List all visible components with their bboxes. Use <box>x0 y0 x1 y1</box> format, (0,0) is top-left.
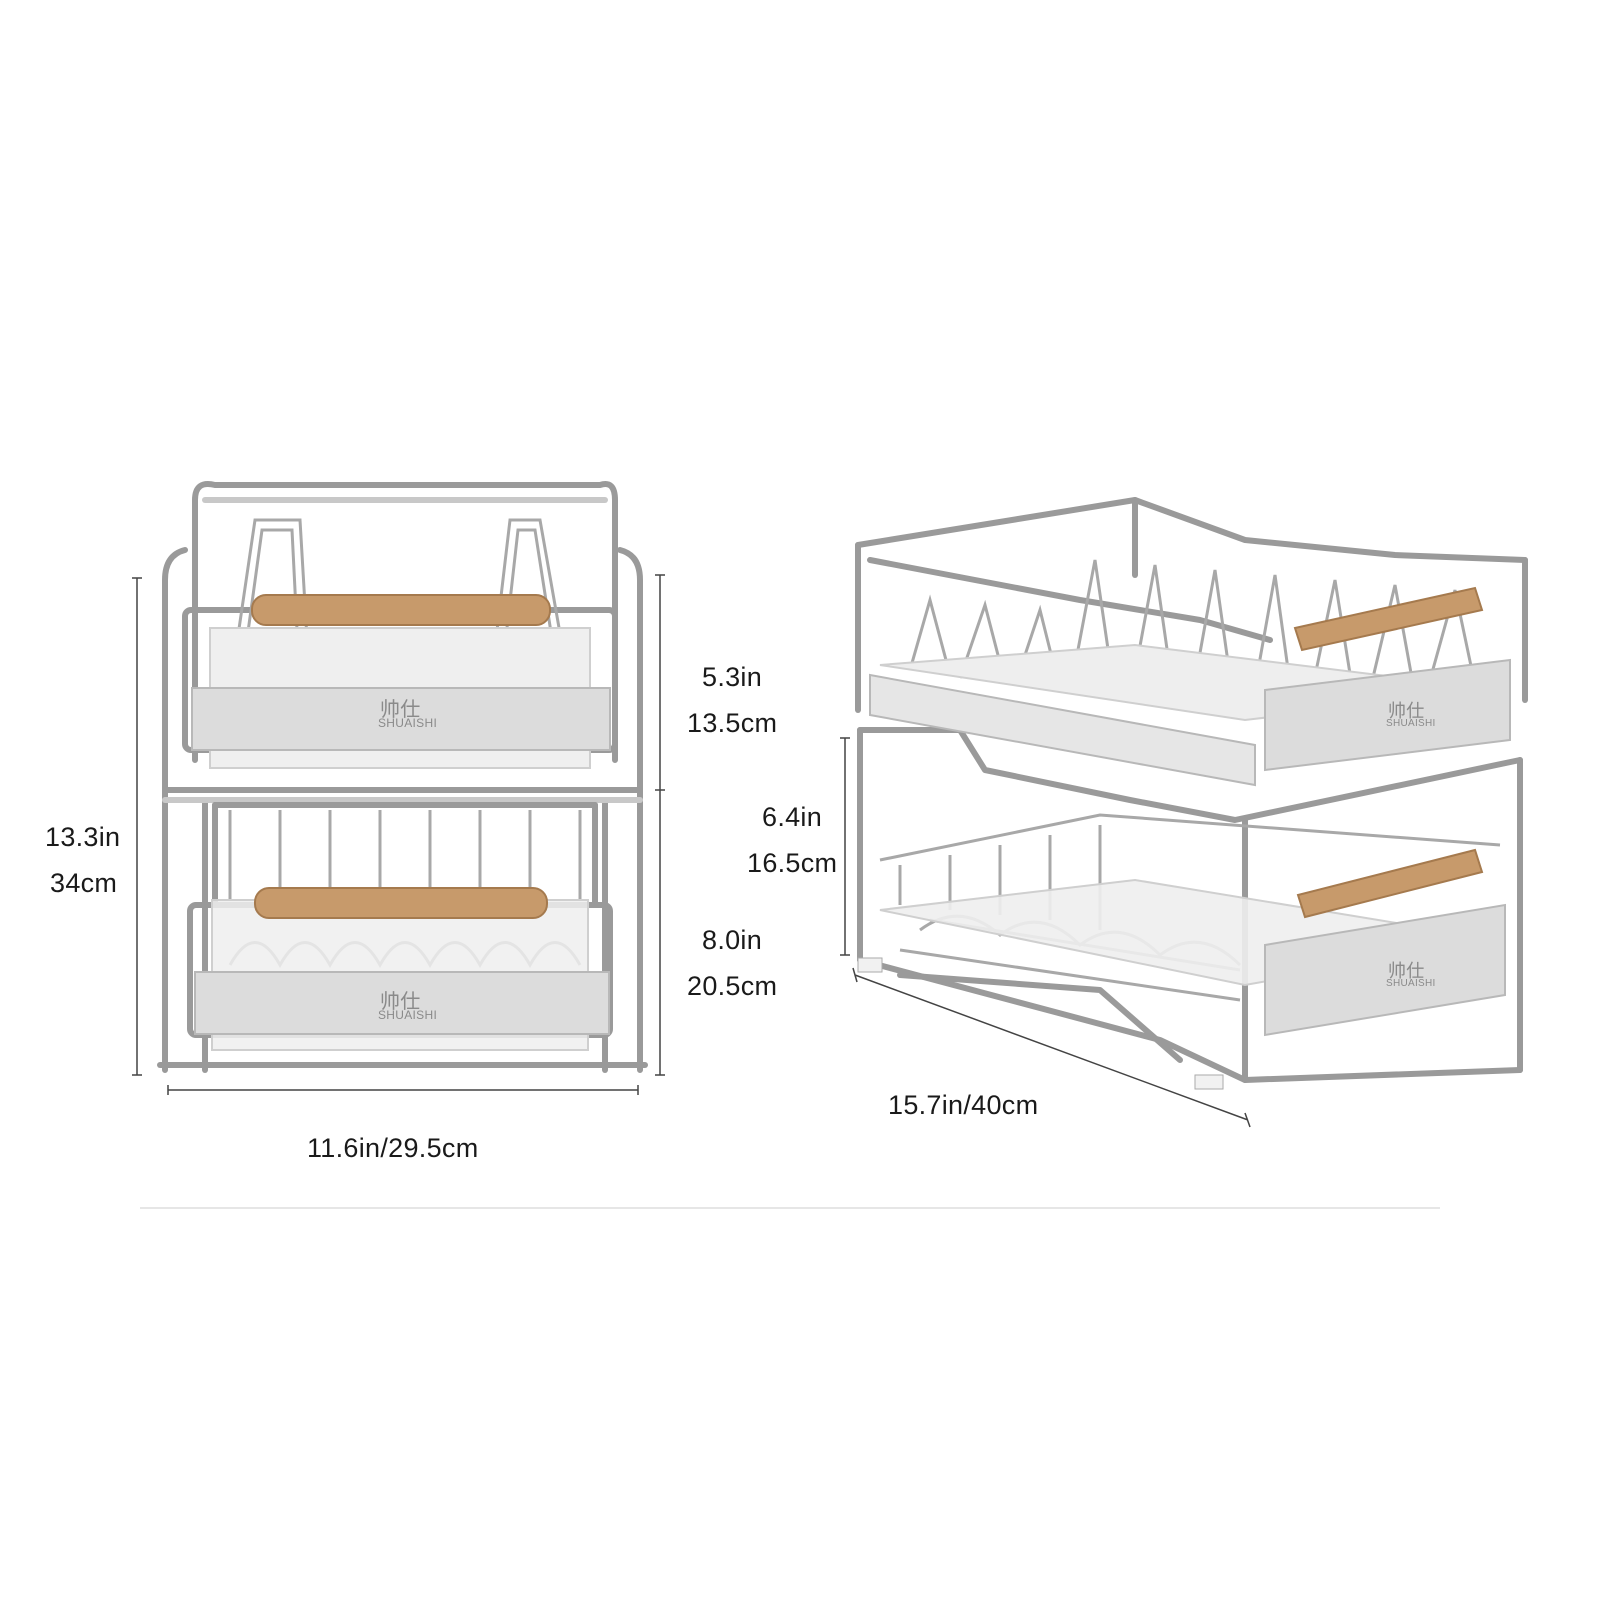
horizontal-divider <box>140 1207 1440 1209</box>
side-top-brand-en: SHUAISHI <box>1386 718 1436 729</box>
front-bottom-brand-en: SHUAISHI <box>378 1008 438 1022</box>
side-top-brand-cn: 帅仕 <box>1388 701 1425 721</box>
front-top-brand-en: SHUAISHI <box>378 716 438 730</box>
front-bottom-brand-cn: 帅仕 <box>380 991 421 1013</box>
front-height-cm: 34cm <box>50 868 118 898</box>
top-tier-height-cm: 13.5cm <box>687 708 778 738</box>
side-tier-gap-cm: 16.5cm <box>747 848 838 878</box>
front-width-label: 11.6in/29.5cm <box>307 1133 479 1163</box>
side-depth-label: 15.7in/40cm <box>888 1090 1039 1120</box>
front-top-brand-cn: 帅仕 <box>380 699 421 721</box>
top-tier-height-inches: 5.3in <box>702 662 763 692</box>
side-bottom-brand-cn: 帅仕 <box>1388 961 1425 981</box>
bottom-tier-height-inches: 8.0in <box>702 925 763 955</box>
bottom-tier-height-cm: 20.5cm <box>687 971 778 1001</box>
side-bottom-brand-en: SHUAISHI <box>1386 978 1436 989</box>
side-tier-gap-inches: 6.4in <box>762 802 823 832</box>
front-height-inches: 13.3in <box>45 822 121 852</box>
